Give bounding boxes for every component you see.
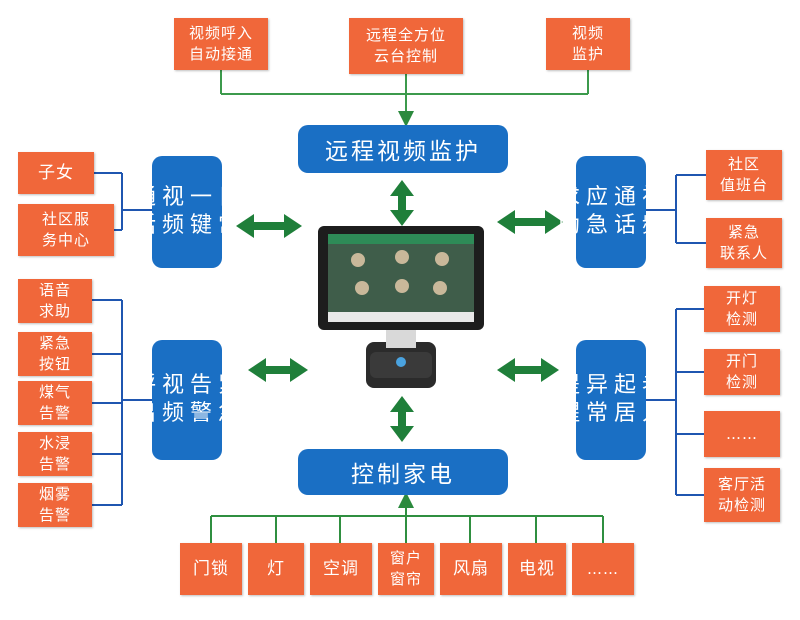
leaf-ptz-control: 远程全方位 云台控制	[349, 18, 463, 74]
leaf-door-lock: 门锁	[180, 543, 242, 595]
leaf-video-auto-answer: 视频呼入 自动接通	[174, 18, 268, 70]
double-arrow-right-bottom	[497, 358, 559, 382]
leaf-flood-alarm: 水浸 告警	[18, 432, 92, 476]
left-bottom-connector	[92, 299, 152, 506]
leaf-more-detection: ……	[704, 411, 780, 457]
hub-daily-video-call: 日常 一键 视频 通话	[134, 156, 240, 268]
leaf-community-center: 社区服 务中心	[18, 204, 114, 256]
leaf-window-curtain: 窗户 窗帘	[378, 543, 434, 595]
leaf-video-monitor: 视频 监护	[546, 18, 630, 70]
left-top-connector	[94, 172, 152, 231]
right-bottom-connector	[646, 308, 704, 496]
hub-control-appliances: 控制家电	[298, 449, 508, 495]
leaf-light-detection: 开灯 检测	[704, 286, 780, 332]
leaf-children: 子女	[18, 152, 94, 194]
leaf-light: 灯	[248, 543, 304, 595]
leaf-community-duty-desk: 社区 值班台	[706, 150, 782, 200]
hub-video-emergency-help: 视频 通话 应急 求助	[558, 156, 664, 268]
top-connector	[220, 70, 589, 127]
hub-emergency-video-call-out: 紧急 告警 视频 呼出	[134, 340, 240, 460]
double-arrow-right-top	[497, 210, 563, 234]
leaf-living-room-activity: 客厅活 动检测	[704, 468, 780, 522]
leaf-emergency-button: 紧急 按钮	[18, 332, 92, 376]
double-arrow-bottom	[390, 396, 414, 442]
leaf-more-appliances: ……	[572, 543, 634, 595]
leaf-voice-help: 语音 求助	[18, 279, 92, 323]
leaf-air-conditioner: 空调	[310, 543, 372, 595]
double-arrow-left-bottom	[248, 358, 308, 382]
double-arrow-top	[390, 180, 414, 226]
leaf-fan: 风扇	[440, 543, 502, 595]
smart-terminal-device	[318, 226, 484, 388]
tablet-screen	[328, 234, 474, 322]
hub-remote-video-monitoring: 远程视频监护	[298, 125, 508, 173]
leaf-door-detection: 开门 检测	[704, 349, 780, 395]
bottom-connector	[210, 492, 604, 543]
leaf-gas-alarm: 煤气 告警	[18, 381, 92, 425]
leaf-smoke-alarm: 烟雾 告警	[18, 483, 92, 527]
hub-elderly-abnormal-alert: 老人 起居 异常 提醒	[558, 340, 664, 460]
double-arrow-left-top	[236, 214, 302, 238]
right-top-connector	[646, 174, 706, 244]
leaf-tv: 电视	[508, 543, 566, 595]
leaf-emergency-contact: 紧急 联系人	[706, 218, 782, 268]
